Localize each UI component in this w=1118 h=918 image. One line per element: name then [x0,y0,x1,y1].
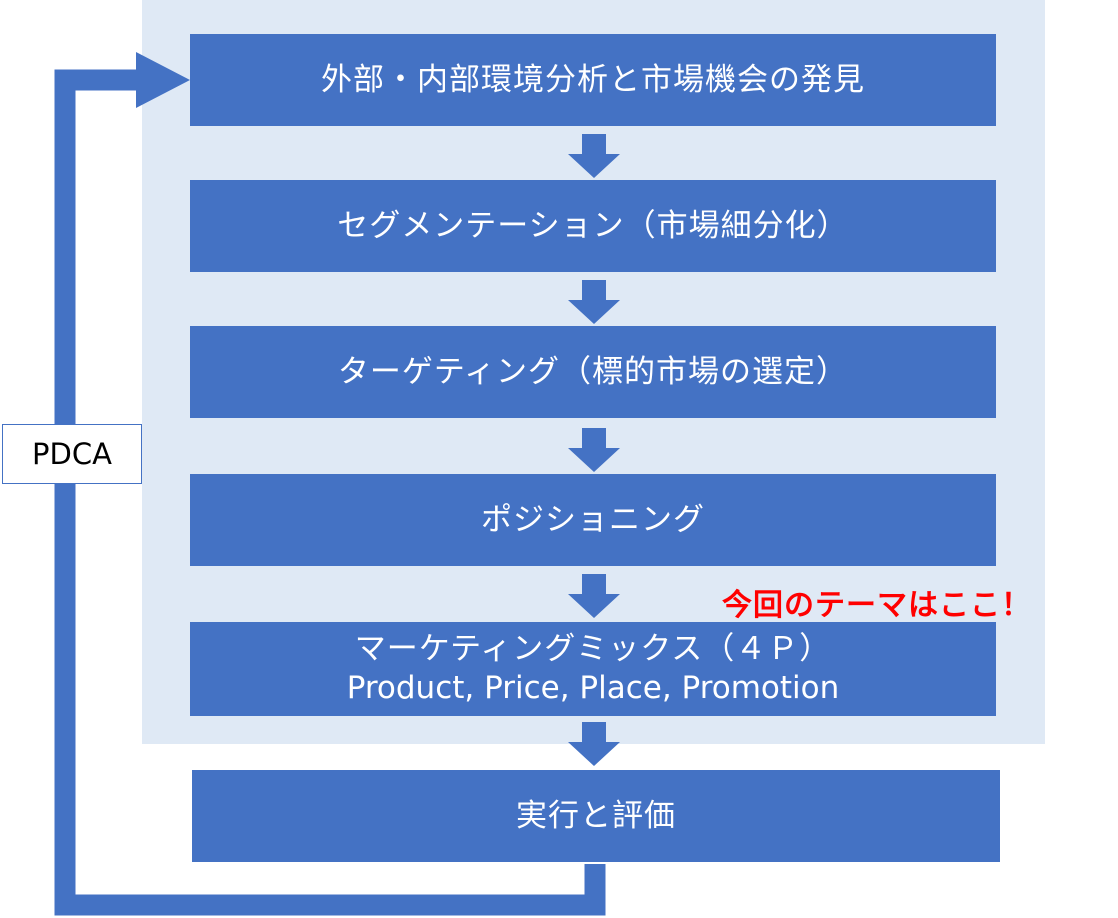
step-label: 外部・内部環境分析と市場機会の発見 [321,61,865,98]
step-segmentation: セグメンテーション（市場細分化） [190,180,996,272]
down-arrow-icon [568,428,620,472]
step-sublabel: Product, Price, Place, Promotion [346,670,840,706]
step-positioning: ポジショニング [190,474,996,566]
step-environment-analysis: 外部・内部環境分析と市場機会の発見 [190,34,996,126]
step-label: ポジショニング [481,501,705,538]
down-arrow-icon [568,280,620,324]
loop-arrow-line [54,69,606,916]
down-arrow-icon [568,134,620,178]
step-label: 実行と評価 [516,797,676,834]
down-arrow-icon [568,722,620,766]
theme-callout: 今回のテーマはここ！ [722,588,1032,623]
step-targeting: ターゲティング（標的市場の選定） [190,326,996,418]
step-label: ターゲティング（標的市場の選定） [337,353,849,390]
pdca-label: PDCA [2,424,142,484]
step-label: セグメンテーション（市場細分化） [337,207,849,244]
step-execution-evaluation: 実行と評価 [192,770,1000,862]
step-marketing-mix: マーケティングミックス（４Ｐ） Product, Price, Place, P… [190,622,996,716]
down-arrow-icon [568,574,620,618]
loop-arrow-head [136,52,190,108]
step-label: マーケティングミックス（４Ｐ） [354,631,832,668]
